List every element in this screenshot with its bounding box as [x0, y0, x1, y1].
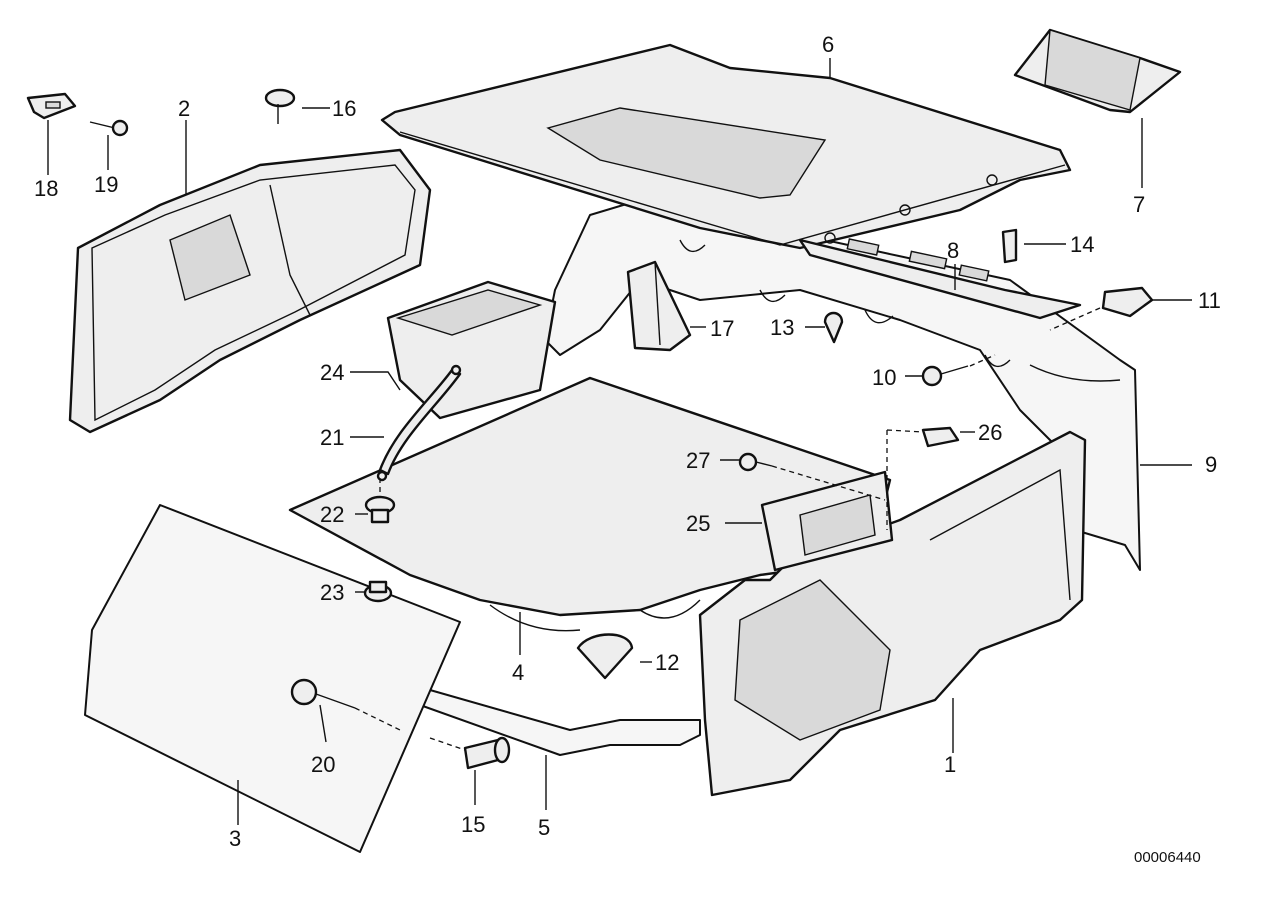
callout-15: 15 [461, 812, 485, 837]
part-8-bracket [798, 238, 1082, 320]
leader-lines [47, 58, 1192, 825]
callout-3: 3 [229, 826, 241, 851]
callout-19: 19 [94, 172, 118, 197]
callout-9: 9 [1205, 452, 1217, 477]
part-4-floor-mat [288, 376, 892, 632]
callout-18: 18 [34, 176, 58, 201]
callout-27: 27 [686, 448, 710, 473]
part-5-floor-board [419, 689, 701, 756]
part-13-clip [823, 311, 844, 344]
part-1-right-trim [698, 430, 1087, 797]
part-12-cone [576, 633, 634, 680]
callout-21: 21 [320, 425, 344, 450]
part-18-clip [26, 92, 77, 120]
part-16-pin [264, 88, 296, 124]
part-2-left-trim [68, 148, 432, 434]
part-22-clip [364, 495, 396, 524]
part-6-parcel-shelf [380, 43, 1072, 250]
callout-2: 2 [178, 96, 190, 121]
callout-10: 10 [872, 365, 896, 390]
callout-17: 17 [710, 316, 734, 341]
callout-12: 12 [655, 650, 679, 675]
callout-7: 7 [1133, 192, 1145, 217]
callout-14: 14 [1070, 232, 1094, 257]
part-19-screw [89, 119, 129, 137]
part-17-bracket [626, 260, 692, 352]
callout-26: 26 [978, 420, 1002, 445]
part-10-screw [921, 365, 969, 387]
callout-4: 4 [512, 660, 524, 685]
callout-13: 13 [770, 315, 794, 340]
part-24-storage-box [386, 280, 557, 420]
callout-1: 1 [944, 752, 956, 777]
part-26-clip [921, 426, 960, 448]
part-7-cover [1013, 28, 1182, 114]
callout-6: 6 [822, 32, 834, 57]
part-25-vent [760, 470, 894, 572]
part-27-screw [738, 452, 773, 472]
callout-labels: 1 2 3 4 5 6 7 8 9 10 11 12 13 14 15 16 1… [34, 32, 1221, 866]
callout-11: 11 [1198, 288, 1221, 313]
callout-5: 5 [538, 815, 550, 840]
callout-22: 22 [320, 502, 344, 527]
callout-8: 8 [947, 238, 959, 263]
reference-number: 00006440 [1134, 849, 1201, 866]
part-11-clip [1101, 286, 1154, 318]
callout-24: 24 [320, 360, 344, 385]
part-15-pin [463, 736, 511, 770]
callout-16: 16 [332, 96, 356, 121]
part-21-strap [376, 364, 462, 482]
part-20-screw [290, 678, 356, 709]
callout-20: 20 [311, 752, 335, 777]
callout-23: 23 [320, 580, 344, 605]
part-14-pin [1001, 228, 1018, 264]
callout-25: 25 [686, 511, 710, 536]
part-23-nut [363, 580, 393, 603]
